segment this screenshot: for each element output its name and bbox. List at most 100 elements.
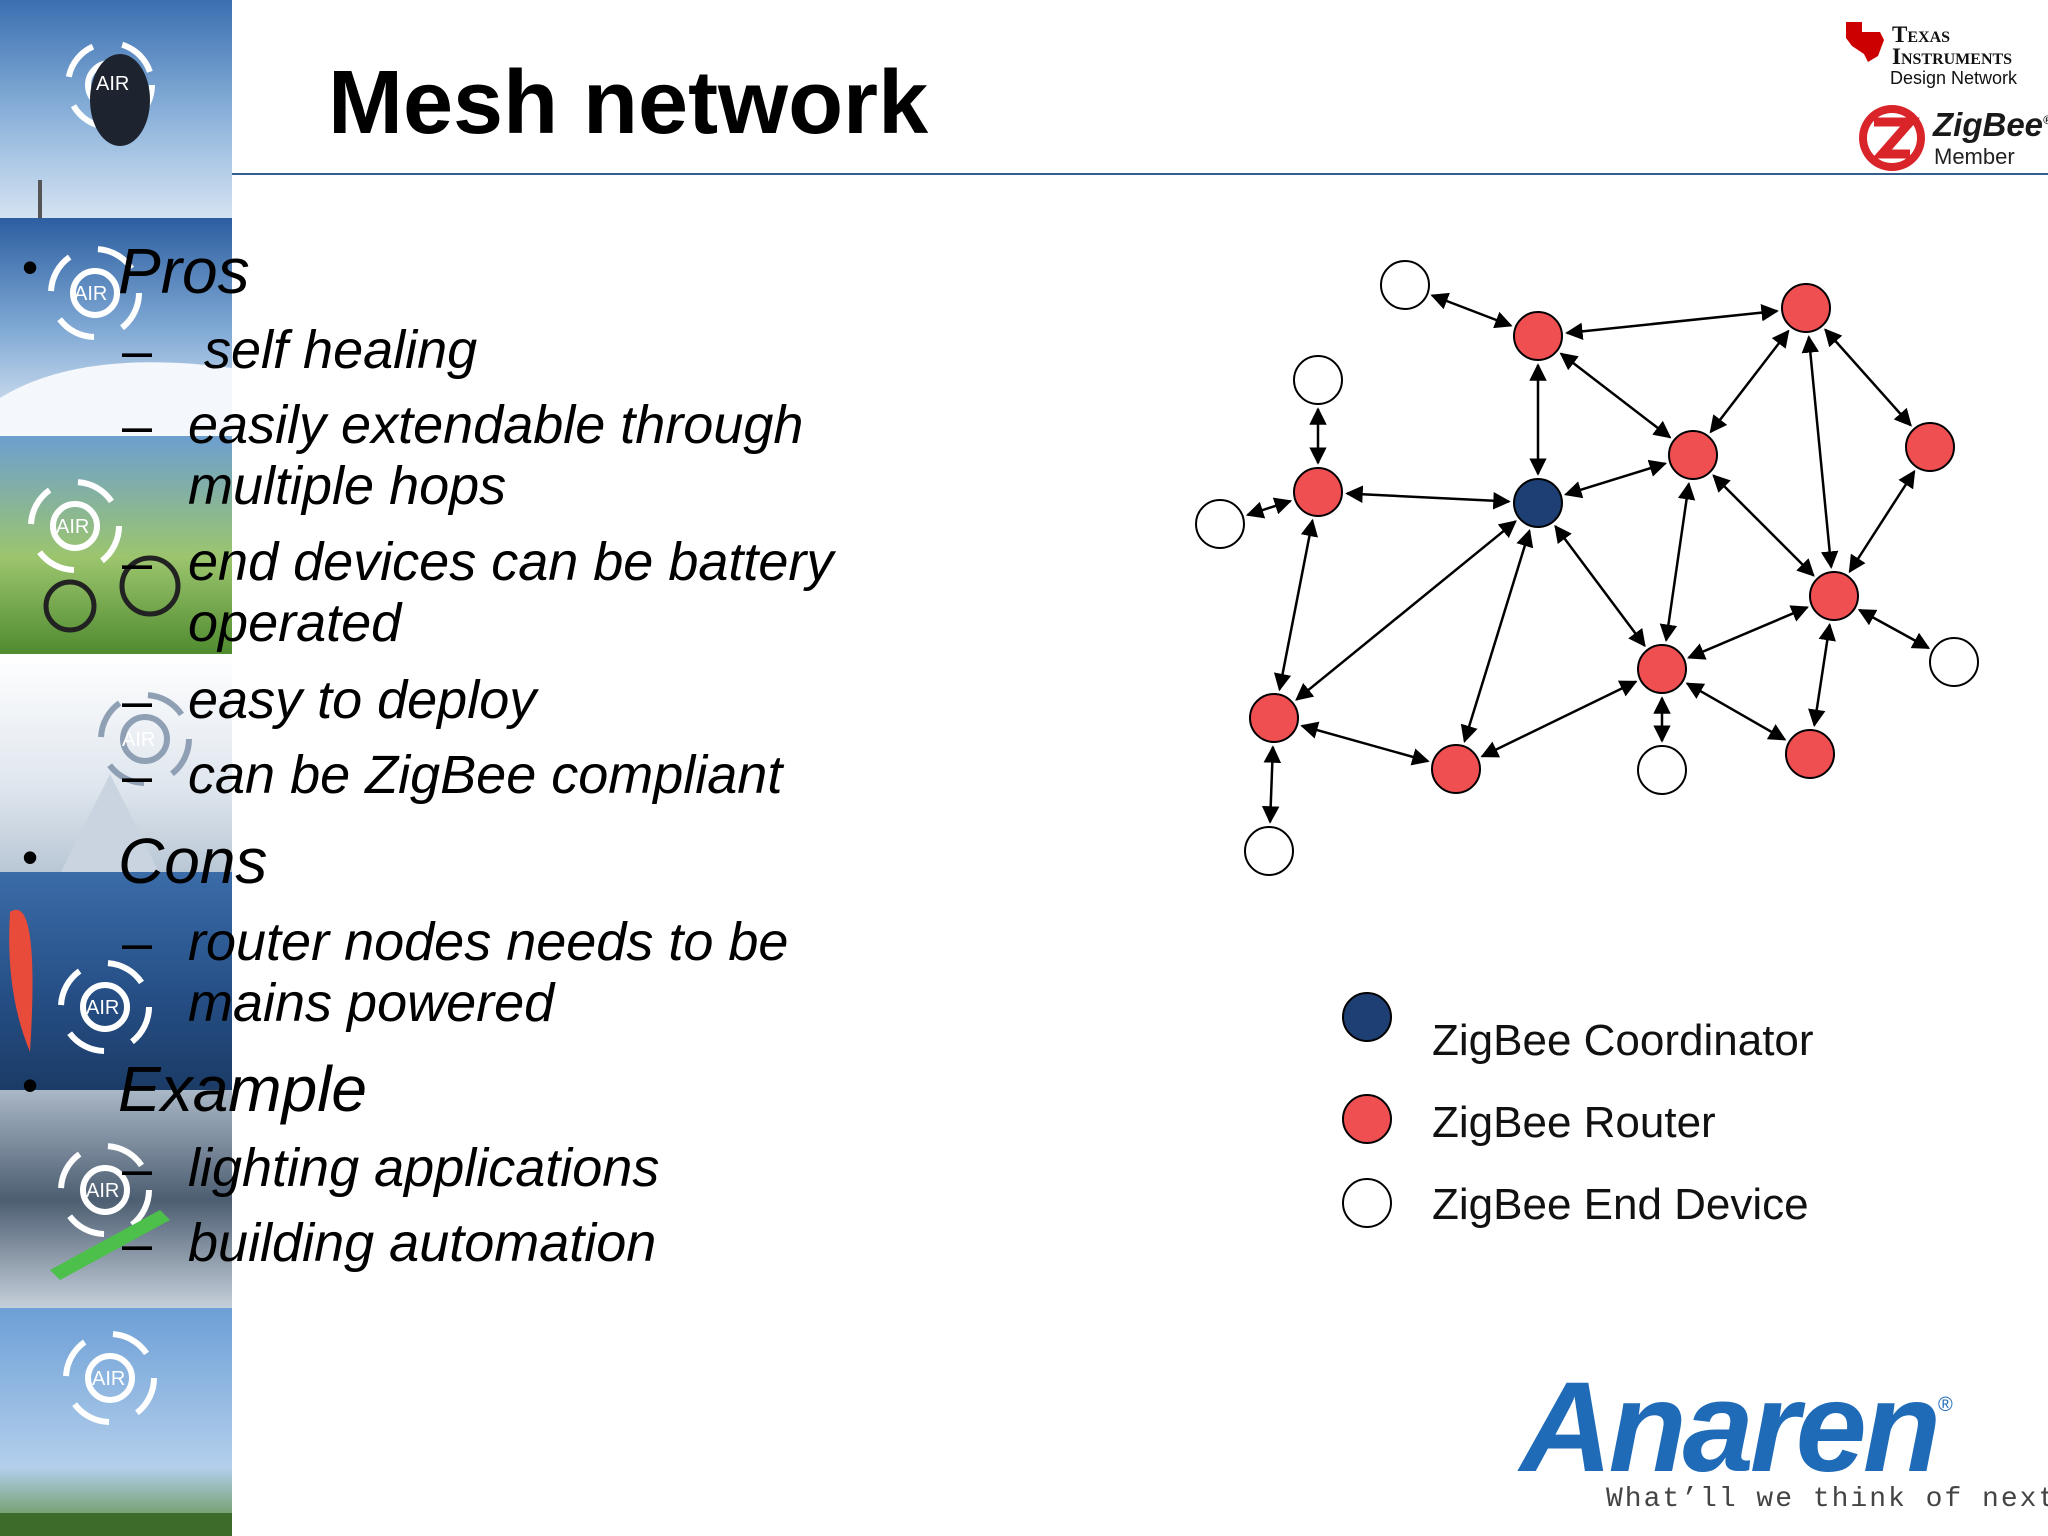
end-device-node (1244, 826, 1294, 876)
pros-item: self healing (204, 320, 478, 380)
pros-item: can be ZigBee compliant (188, 745, 783, 805)
pros-item: easily extendable through (188, 395, 804, 455)
router-node (1637, 644, 1687, 694)
pros-item-continued: operated (188, 593, 402, 653)
zigbee-z-icon (1859, 105, 1925, 171)
sidebar-photo-cyclist: AIR (0, 436, 232, 656)
dash-marker: – (122, 746, 153, 806)
pros-item: easy to deploy (188, 670, 537, 730)
pros-heading: Pros (118, 235, 250, 307)
sidebar-photo-windsurfer: AIR (0, 872, 232, 1092)
bullet-marker: • (22, 1059, 39, 1111)
end-device-node (1380, 260, 1430, 310)
slide-title: Mesh network (328, 53, 929, 153)
bullet-marker: • (22, 241, 39, 293)
title-divider (232, 173, 2048, 175)
air-signal-icon: AIR (50, 1143, 170, 1280)
example-heading: Example (118, 1053, 367, 1125)
end-device-node (1637, 745, 1687, 795)
anaren-tagline: What’ll we think of next?® (1606, 1484, 2048, 1515)
mesh-link (1857, 608, 1931, 650)
mesh-link (1554, 524, 1646, 648)
router-node (1668, 430, 1718, 480)
svg-text:AIR: AIR (86, 997, 119, 1019)
sidebar-photo-skater: AIR (0, 0, 232, 220)
pros-item: end devices can be battery (188, 532, 834, 592)
dash-marker: – (122, 1214, 153, 1274)
air-signal-icon: AIR (0, 246, 232, 438)
mesh-link (1808, 622, 1836, 728)
example-item: building automation (188, 1213, 657, 1273)
dash-marker: – (122, 396, 153, 456)
svg-text:AIR: AIR (92, 1368, 125, 1390)
svg-text:AIR: AIR (56, 516, 89, 538)
router-node (1785, 729, 1835, 779)
legend-router-swatch (1342, 1094, 1392, 1144)
svg-text:AIR: AIR (74, 283, 107, 305)
dash-marker: – (122, 913, 153, 973)
svg-text:AIR: AIR (86, 1180, 119, 1202)
air-signal-icon: AIR (28, 479, 181, 633)
legend-end-device-label: ZigBee End Device (1432, 1180, 1809, 1229)
mesh-link (1300, 721, 1430, 766)
mesh-link (1659, 481, 1696, 643)
coordinator-node (1513, 478, 1563, 528)
mesh-link (1295, 520, 1517, 701)
legend-swatches (1342, 992, 1392, 1228)
mesh-link (1430, 292, 1513, 329)
svg-text:AIR: AIR (122, 729, 155, 751)
end-device-node (1929, 637, 1979, 687)
mesh-link (1261, 745, 1282, 824)
router-node (1293, 467, 1343, 517)
router-node (1431, 744, 1481, 794)
sidebar-photo-snowboarder: AIR (0, 654, 232, 874)
router-node (1809, 571, 1859, 621)
zigbee-member-logo: ZigBee® Member (1856, 100, 2048, 176)
mesh-link (1564, 459, 1667, 499)
sidebar-photo-skier: AIR (0, 218, 232, 438)
mesh-link (1801, 335, 1839, 569)
sidebar-photo-kayaker: AIR (0, 1090, 232, 1310)
mesh-link (1848, 469, 1916, 574)
zigbee-member-label: Member (1934, 144, 2015, 169)
cons-item-continued: mains powered (188, 973, 555, 1033)
dash-marker: – (122, 321, 153, 381)
texas-state-icon (1846, 22, 1884, 62)
mesh-link (1460, 529, 1534, 743)
mesh-link (1345, 485, 1511, 510)
mesh-link (1565, 303, 1779, 341)
mesh-link (1559, 352, 1672, 439)
dash-marker: – (122, 533, 153, 593)
pros-item-continued: multiple hops (188, 456, 507, 516)
legend-router-label: ZigBee Router (1432, 1098, 1716, 1147)
legend-coordinator-swatch (1342, 992, 1392, 1042)
dash-marker: – (122, 1139, 153, 1199)
mesh-link (1712, 474, 1815, 577)
dash-marker: – (122, 671, 153, 731)
router-node (1905, 422, 1955, 472)
mesh-link (1687, 605, 1809, 660)
cons-heading: Cons (118, 825, 268, 897)
air-signal-icon: AIR (0, 1331, 232, 1536)
ti-subtitle: Design Network (1890, 68, 2018, 88)
bullet-list: • Pros – self healing – easily extendabl… (0, 0, 1000, 1400)
end-device-node (1293, 355, 1343, 405)
router-node (1781, 283, 1831, 333)
legend-coordinator-label: ZigBee Coordinator (1432, 1016, 1814, 1065)
router-node (1249, 693, 1299, 743)
air-signal-icon: AIR (38, 40, 155, 220)
mesh-link (1245, 497, 1293, 519)
svg-text:AIR: AIR (96, 73, 129, 95)
air-signal-icon: AIR (9, 909, 152, 1054)
router-node (1513, 311, 1563, 361)
anaren-registered-mark: ® (1938, 1394, 1953, 1416)
legend-end-device-swatch (1342, 1178, 1392, 1228)
mesh-link (1824, 328, 1912, 427)
anaren-wordmark: Anaren (1520, 1356, 1941, 1499)
anaren-logo: Anaren ® What’ll we think of next?® (1520, 1356, 2048, 1520)
mesh-link (1480, 680, 1638, 758)
mesh-link (1685, 682, 1787, 741)
end-device-node (1195, 499, 1245, 549)
cons-item: router nodes needs to be (188, 912, 789, 972)
mesh-link (1709, 329, 1790, 434)
